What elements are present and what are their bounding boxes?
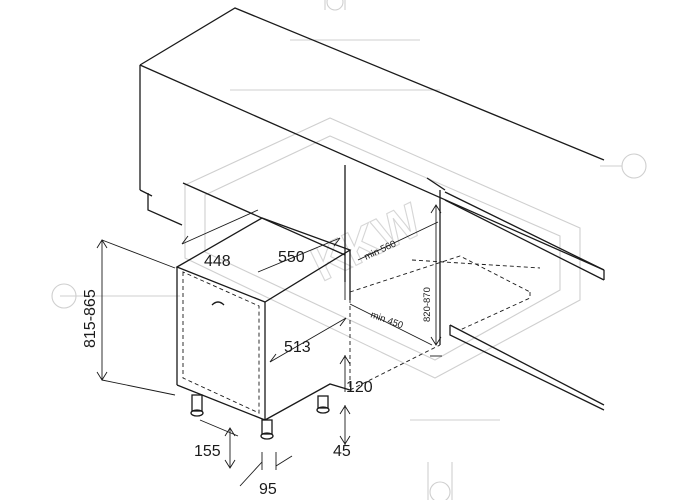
label-448: 448 bbox=[204, 253, 231, 270]
label-95: 95 bbox=[259, 481, 277, 498]
niche-outline bbox=[349, 255, 541, 391]
label-min-450: min 450 bbox=[369, 309, 405, 331]
label-513: 513 bbox=[284, 339, 311, 356]
label-815-865: 815-865 bbox=[82, 289, 99, 348]
dishwasher bbox=[175, 217, 352, 440]
dimension-labels: 448 550 513 815-865 820-870 min 560 min … bbox=[82, 238, 433, 498]
countertop bbox=[139, 7, 605, 411]
label-155: 155 bbox=[194, 443, 221, 460]
dimension-lines bbox=[96, 204, 442, 487]
label-550: 550 bbox=[278, 249, 305, 266]
label-820-870: 820-870 bbox=[422, 287, 433, 322]
label-45: 45 bbox=[333, 443, 351, 460]
watermark-text: KKW bbox=[304, 194, 431, 292]
label-120: 120 bbox=[346, 379, 373, 396]
